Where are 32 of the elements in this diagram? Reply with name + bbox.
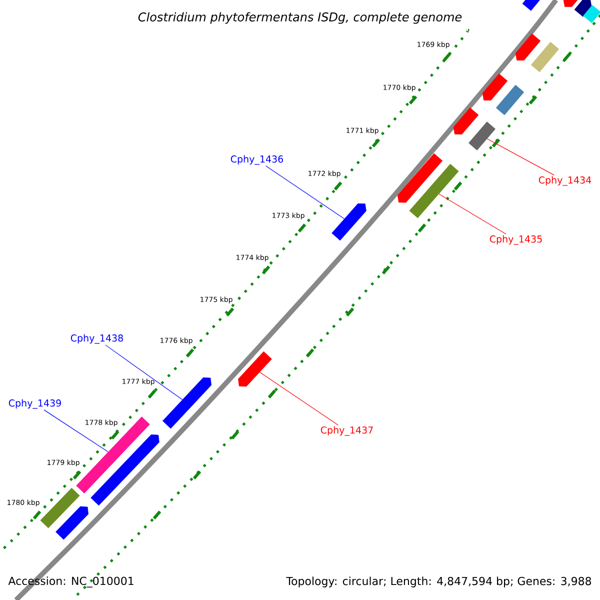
leader-line (266, 166, 345, 220)
gene-block (162, 377, 212, 429)
gene-block (90, 434, 160, 506)
gene-block (40, 488, 80, 528)
gene-block (397, 153, 443, 203)
gene-label: Cphy_1437 (320, 426, 373, 436)
leader-line (105, 344, 183, 400)
gene-block (583, 4, 600, 24)
gene-block (238, 351, 272, 387)
gene-block (468, 122, 496, 150)
gene-label: Cphy_1438 (70, 334, 123, 344)
title: Clostridium phytofermentans ISDg, complete genome (138, 12, 462, 24)
gene-label: Cphy_1435 (490, 235, 542, 245)
gene-label: Cphy_1436 (230, 155, 284, 165)
gene-block (409, 164, 459, 218)
topology-text: Topology: circular; Length: 4,847,594 bp; Genes: 3,988 (286, 576, 592, 588)
gene-block (482, 74, 508, 100)
gene-block (332, 203, 366, 241)
gene-block (515, 34, 541, 60)
leader-line (44, 410, 108, 452)
gene-block (522, 0, 540, 11)
gene-label: Cphy_1434 (538, 176, 592, 186)
gene-block (496, 84, 524, 116)
leader-line (259, 372, 338, 426)
leader-line (486, 138, 554, 176)
leader-line (438, 194, 506, 234)
gene-block (574, 0, 592, 17)
gene-block (453, 108, 479, 134)
gene-label: Cphy_1439 (8, 399, 61, 409)
accession-text: Accession: NC_010001 (8, 576, 134, 588)
gene-block (56, 506, 88, 540)
gene-block (530, 42, 560, 72)
